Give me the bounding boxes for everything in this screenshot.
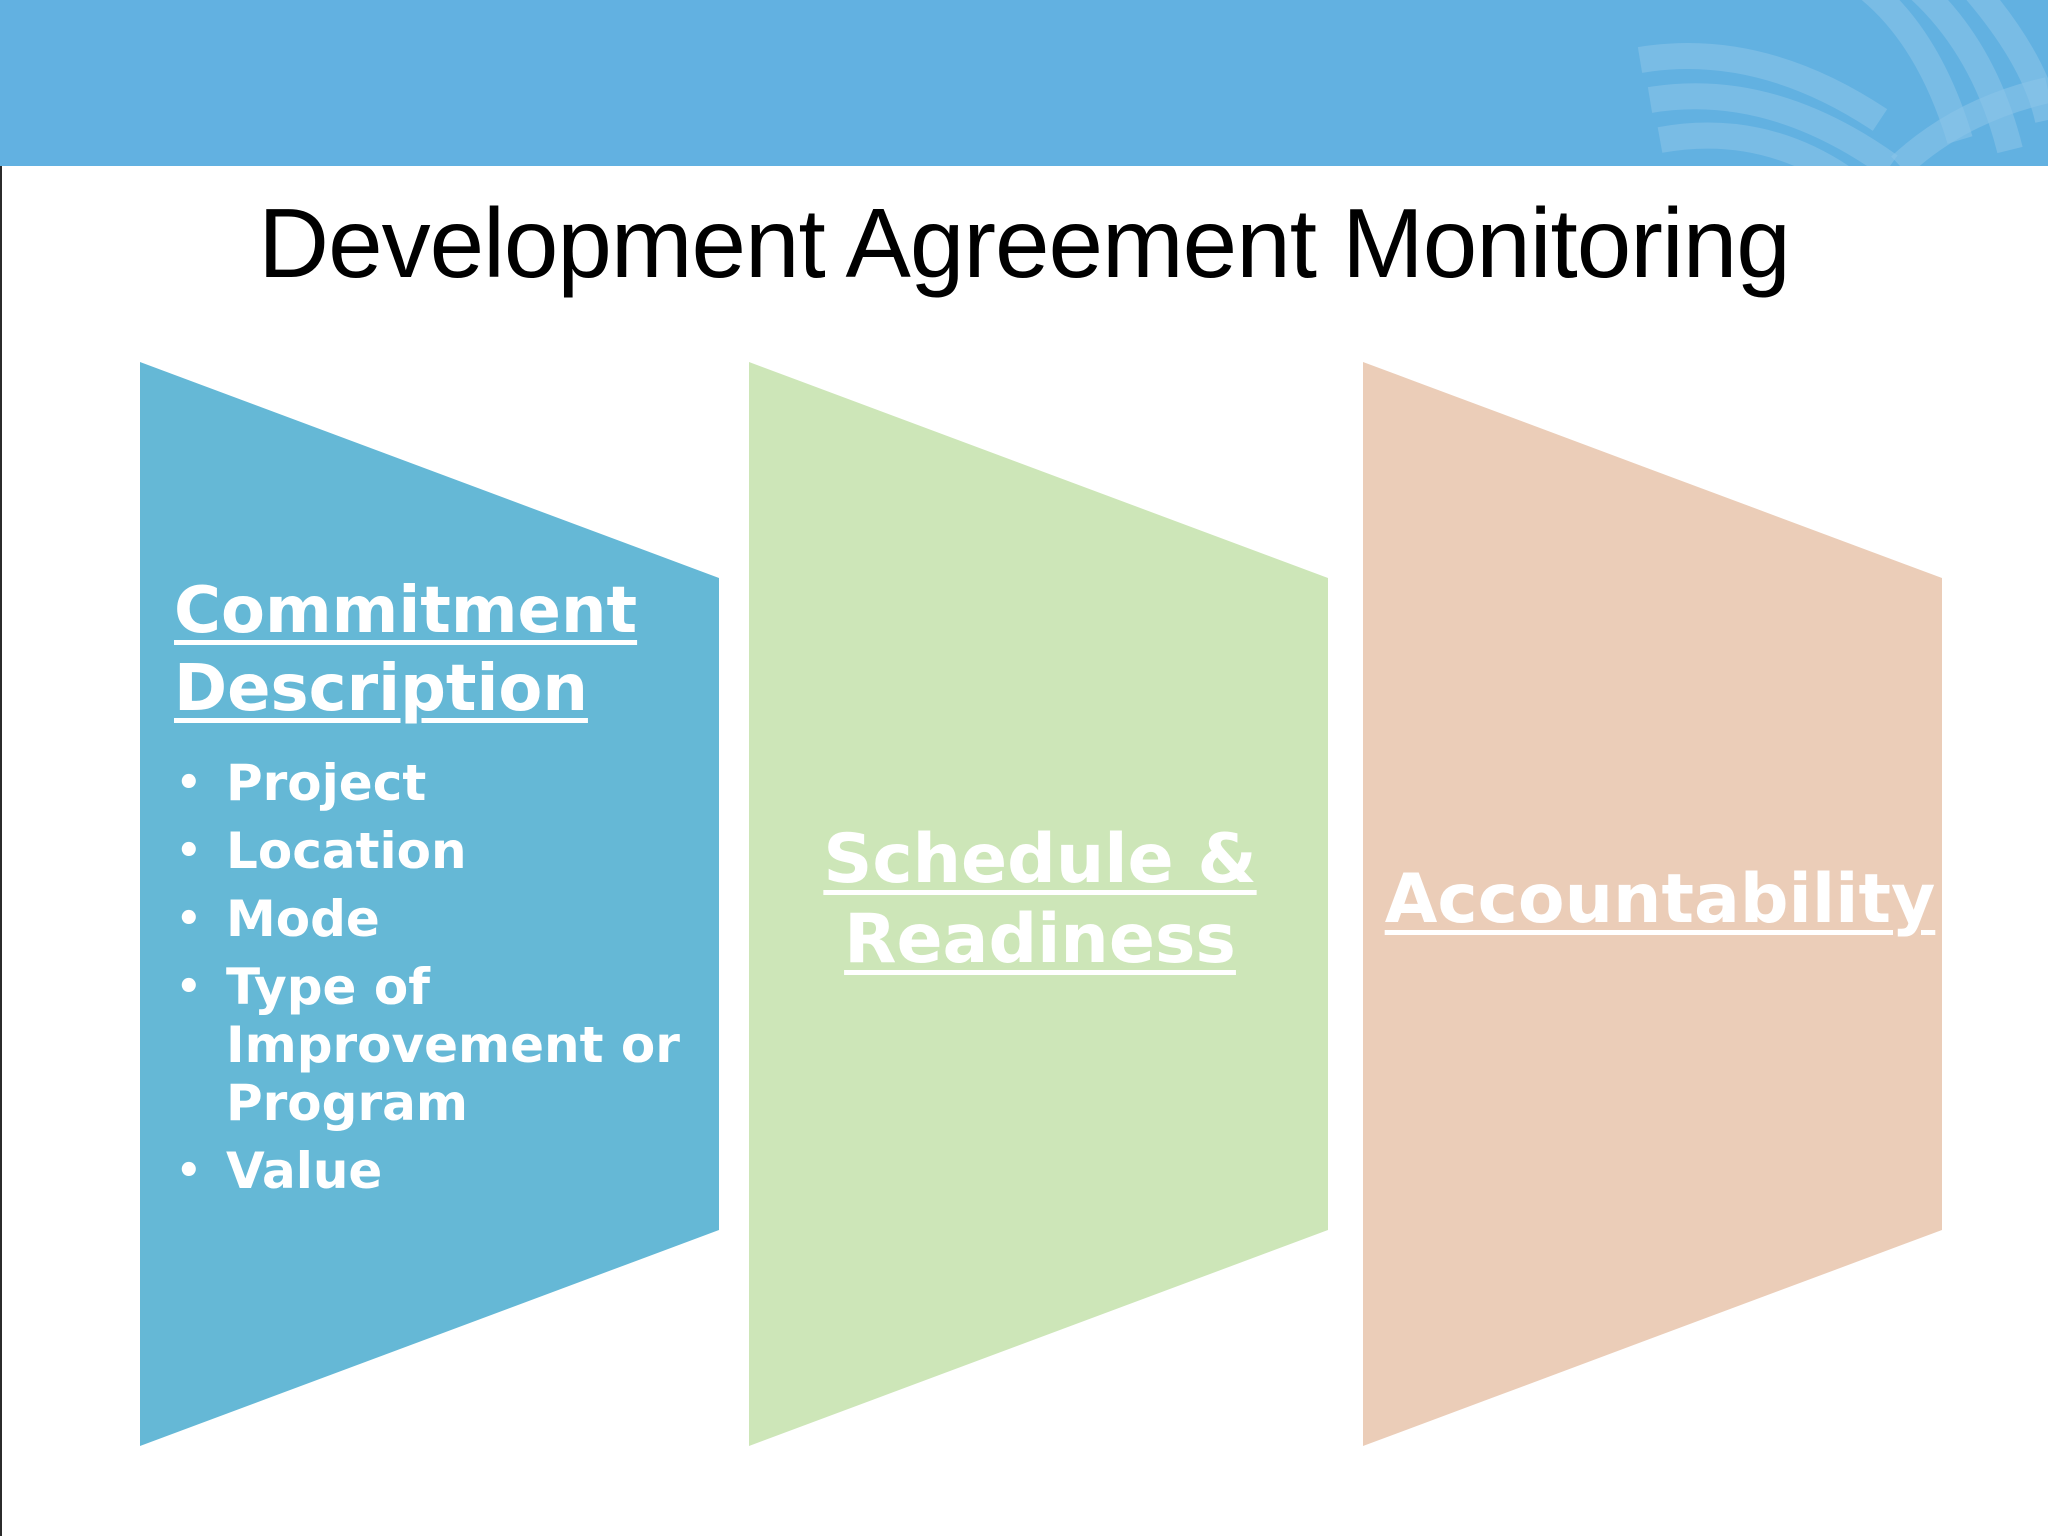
commitment-heading: Commitment Description: [174, 574, 638, 726]
bullet-text: Mode: [226, 890, 380, 948]
commitment-panel-shape: [140, 362, 719, 1446]
schedule-panel: Schedule & Readiness: [800, 820, 1280, 980]
bullet-text: Location: [226, 822, 467, 880]
bullet-text: Type of Improvement or Program: [226, 958, 680, 1132]
commitment-bullet-list: • Project • Location • Mode • Type of Improv…: [174, 754, 734, 1200]
schedule-panel-shape: [749, 362, 1328, 1446]
bullet-item: • Location: [174, 822, 734, 880]
bullet-dot-icon: •: [176, 1148, 202, 1194]
accountability-heading: Accountability: [1384, 860, 1936, 939]
arc-swoosh-logo: [1637, 0, 2048, 166]
schedule-heading: Schedule & Readiness: [823, 820, 1257, 979]
bullet-dot-icon: •: [176, 828, 202, 874]
slide-left-edge: [0, 166, 2, 1536]
bullet-item: • Mode: [174, 890, 734, 948]
commitment-panel: Commitment Description • Project • Locatio…: [174, 572, 734, 1210]
bullet-dot-icon: •: [176, 964, 202, 1010]
bullet-item: • Value: [174, 1142, 734, 1200]
header-band: [0, 0, 2048, 166]
bullet-text: Value: [226, 1142, 383, 1200]
slide-title: Development Agreement Monitoring: [258, 188, 1790, 298]
bullet-dot-icon: •: [176, 760, 202, 806]
bullet-dot-icon: •: [176, 896, 202, 942]
bullet-item: • Type of Improvement or Program: [174, 958, 734, 1132]
bullet-item: • Project: [174, 754, 734, 812]
accountability-panel: Accountability: [1380, 860, 1940, 940]
bullet-text: Project: [226, 754, 427, 812]
accountability-panel-shape: [1363, 362, 1942, 1446]
